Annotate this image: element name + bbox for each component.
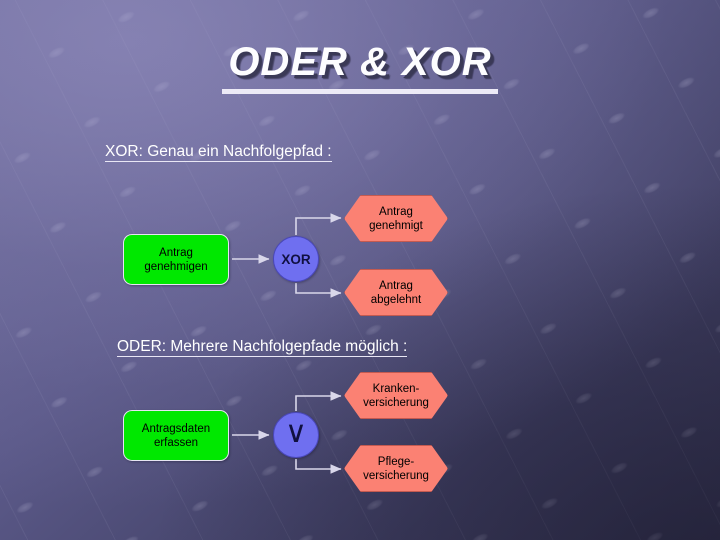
event-antrag-abgelehnt-line2: abgelehnt: [370, 293, 422, 306]
event-krankenversicherung-line2: versicherung: [363, 396, 429, 409]
gateway-or[interactable]: ∨: [273, 412, 319, 458]
event-pflegeversicherung[interactable]: Pflege- versicherung: [344, 445, 448, 492]
event-antrag-abgelehnt-line1: Antrag: [379, 279, 413, 292]
connector-or-to-event4: [295, 459, 342, 474]
event-pflegeversicherung-line1: Pflege-: [377, 455, 415, 468]
task-antrag-genehmigen[interactable]: Antrag genehmigen: [123, 234, 229, 285]
event-antrag-genehmigt-line1: Antrag: [379, 205, 413, 218]
task-antragsdaten-erfassen-line1: Antragsdaten: [141, 422, 211, 435]
event-krankenversicherung[interactable]: Kranken- versicherung: [344, 372, 448, 419]
slide-title-text: ODER & XOR: [222, 40, 498, 94]
section-1-caption-text: XOR: Genau ein Nachfolgepfad :: [105, 143, 332, 162]
event-krankenversicherung-line1: Kranken-: [372, 382, 420, 395]
slide-title: ODER & XOR: [0, 40, 720, 94]
connector-xor-to-event1: [295, 213, 342, 235]
event-antrag-genehmigt[interactable]: Antrag genehmigt: [344, 195, 448, 242]
section-1-caption: XOR: Genau ein Nachfolgepfad :: [105, 142, 332, 162]
connector-or-to-event3: [295, 391, 342, 411]
gateway-xor-label: XOR: [281, 251, 311, 267]
section-2-caption: ODER: Mehrere Nachfolgepfade möglich :: [117, 337, 408, 357]
section-2-caption-text: ODER: Mehrere Nachfolgepfade möglich :: [117, 338, 408, 357]
task-antrag-genehmigen-line2: genehmigen: [144, 260, 208, 273]
event-pflegeversicherung-line2: versicherung: [363, 469, 429, 482]
task-antrag-genehmigen-line1: Antrag: [159, 246, 193, 259]
task-antragsdaten-erfassen[interactable]: Antragsdaten erfassen: [123, 410, 229, 461]
connector-xor-to-event2: [295, 283, 342, 298]
gateway-xor[interactable]: XOR: [273, 236, 319, 282]
task-antragsdaten-erfassen-line2: erfassen: [153, 436, 199, 449]
event-antrag-abgelehnt[interactable]: Antrag abgelehnt: [344, 269, 448, 316]
event-antrag-genehmigt-line2: genehmigt: [369, 219, 423, 232]
gateway-or-label: ∨: [285, 416, 307, 449]
